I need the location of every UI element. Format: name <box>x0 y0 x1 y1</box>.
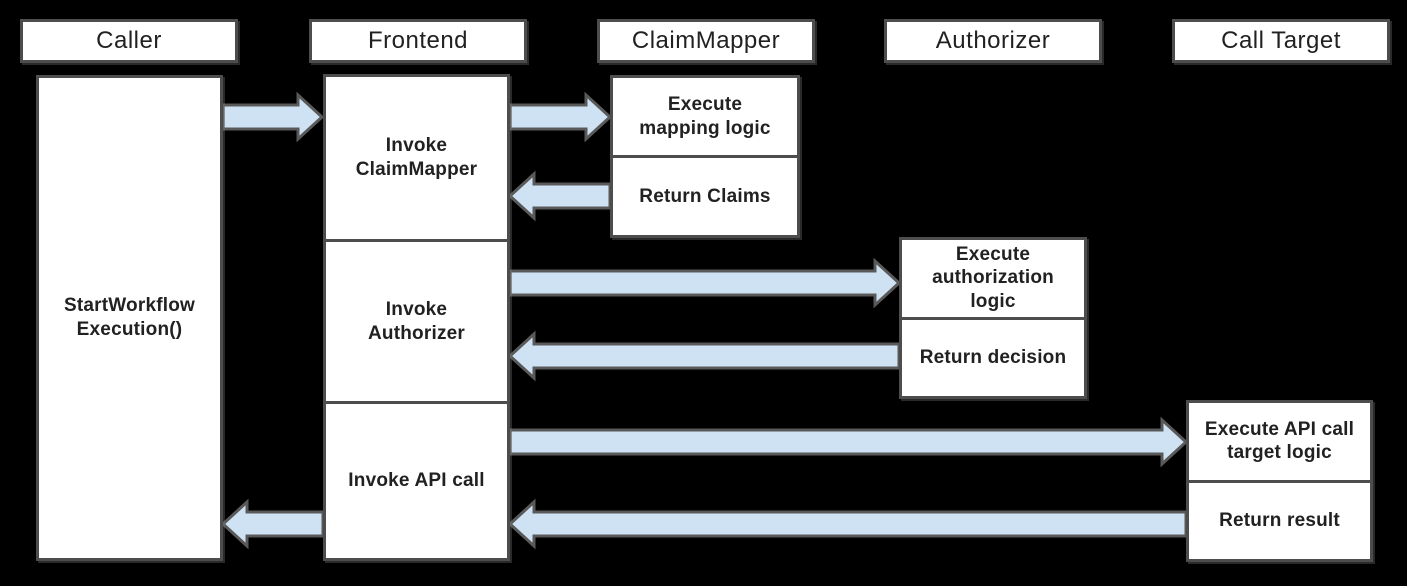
lane-header-caller-label: Caller <box>96 27 162 54</box>
claimmapper-activation-box: Execute mapping logic Return Claims <box>610 75 800 238</box>
claimmapper-step-return-claims: Return Claims <box>613 155 797 235</box>
lane-header-claimmapper: ClaimMapper <box>597 19 815 63</box>
authorizer-step-execute-authorization-logic: Execute authorization logic <box>932 243 1054 313</box>
lane-header-claimmapper-label: ClaimMapper <box>631 27 781 54</box>
authorizer-activation-box: Execute authorization logic Return decis… <box>899 237 1087 399</box>
authorizer-step-return-decision: Return decision <box>902 316 1084 397</box>
lane-header-authorizer: Authorizer <box>884 19 1102 63</box>
arrow-authorizer-to-frontend <box>507 330 901 382</box>
arrow-frontend-to-caller <box>220 498 325 550</box>
lane-header-caller: Caller <box>20 19 238 63</box>
arrow-calltarget-to-frontend <box>507 498 1188 550</box>
arrow-frontend-to-claimmapper <box>508 91 613 143</box>
claimmapper-step-execute-mapping-logic: Execute mapping logic <box>639 93 771 139</box>
caller-activation-label: StartWorkflow Execution() <box>63 295 196 340</box>
frontend-step-invoke-api-call: Invoke API call <box>326 401 507 558</box>
arrow-claimmapper-to-frontend <box>507 170 612 222</box>
lane-header-calltarget-label: Call Target <box>1221 27 1341 54</box>
lane-header-calltarget: Call Target <box>1172 19 1390 63</box>
arrow-frontend-to-calltarget <box>508 416 1189 468</box>
calltarget-step-return-result: Return result <box>1189 479 1370 560</box>
arrow-frontend-to-authorizer <box>508 257 902 309</box>
arrow-caller-to-frontend <box>221 91 325 143</box>
lane-header-frontend: Frontend <box>309 19 527 63</box>
caller-activation-box: StartWorkflow Execution() <box>36 75 223 561</box>
calltarget-activation-box: Execute API call target logic Return res… <box>1186 400 1373 562</box>
lane-header-frontend-label: Frontend <box>367 27 469 54</box>
calltarget-step-execute-api-call-target-logic: Execute API call target logic <box>1204 418 1355 464</box>
frontend-step-invoke-claimmapper: Invoke ClaimMapper <box>355 135 478 180</box>
frontend-activation-box: Invoke ClaimMapper Invoke Authorizer Inv… <box>323 74 510 561</box>
lane-header-authorizer-label: Authorizer <box>935 27 1051 54</box>
frontend-step-invoke-authorizer: Invoke Authorizer <box>326 239 507 401</box>
